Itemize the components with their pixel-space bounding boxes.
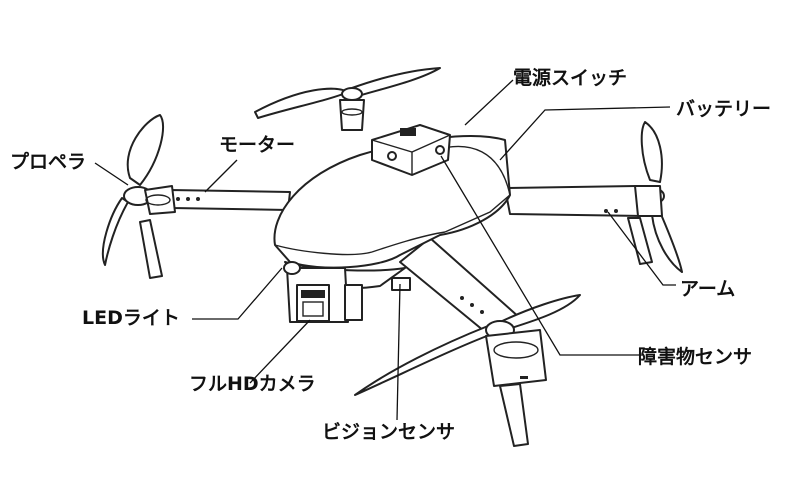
label-battery: バッテリー (676, 98, 772, 120)
label-obstacle-sensor: 障害物センサ (638, 346, 753, 368)
fuselage (273, 135, 511, 269)
label-motor: モーター (219, 134, 296, 156)
leader-lines (94, 79, 676, 421)
propeller-front-right (354, 294, 581, 447)
label-power-switch: 電源スイッチ (513, 67, 628, 89)
leader-power-switch (464, 79, 514, 126)
label-led-light: LEDライト (82, 307, 180, 329)
label-full-hd-camera: フルHDカメラ (189, 373, 316, 395)
camera-pod (283, 261, 363, 323)
vision-sensor-module (391, 277, 411, 291)
leader-battery (499, 106, 671, 161)
label-arm: アーム (680, 278, 736, 300)
propeller-left (101, 114, 176, 279)
arm-back-right (504, 185, 643, 217)
leader-motor (204, 159, 238, 193)
leader-led (192, 267, 283, 320)
leader-arm (607, 211, 676, 286)
leader-vision (396, 283, 401, 421)
obstacle-sensor-box (371, 124, 451, 176)
leader-obstacle (440, 155, 643, 356)
propeller-right (627, 121, 683, 273)
leader-propeller (94, 162, 129, 186)
propeller-back (254, 67, 441, 131)
leader-camera (249, 319, 311, 384)
label-propeller: プロペラ (10, 151, 87, 173)
label-vision-sensor: ビジョンセンサ (322, 421, 456, 443)
arm-dots (176, 197, 618, 314)
